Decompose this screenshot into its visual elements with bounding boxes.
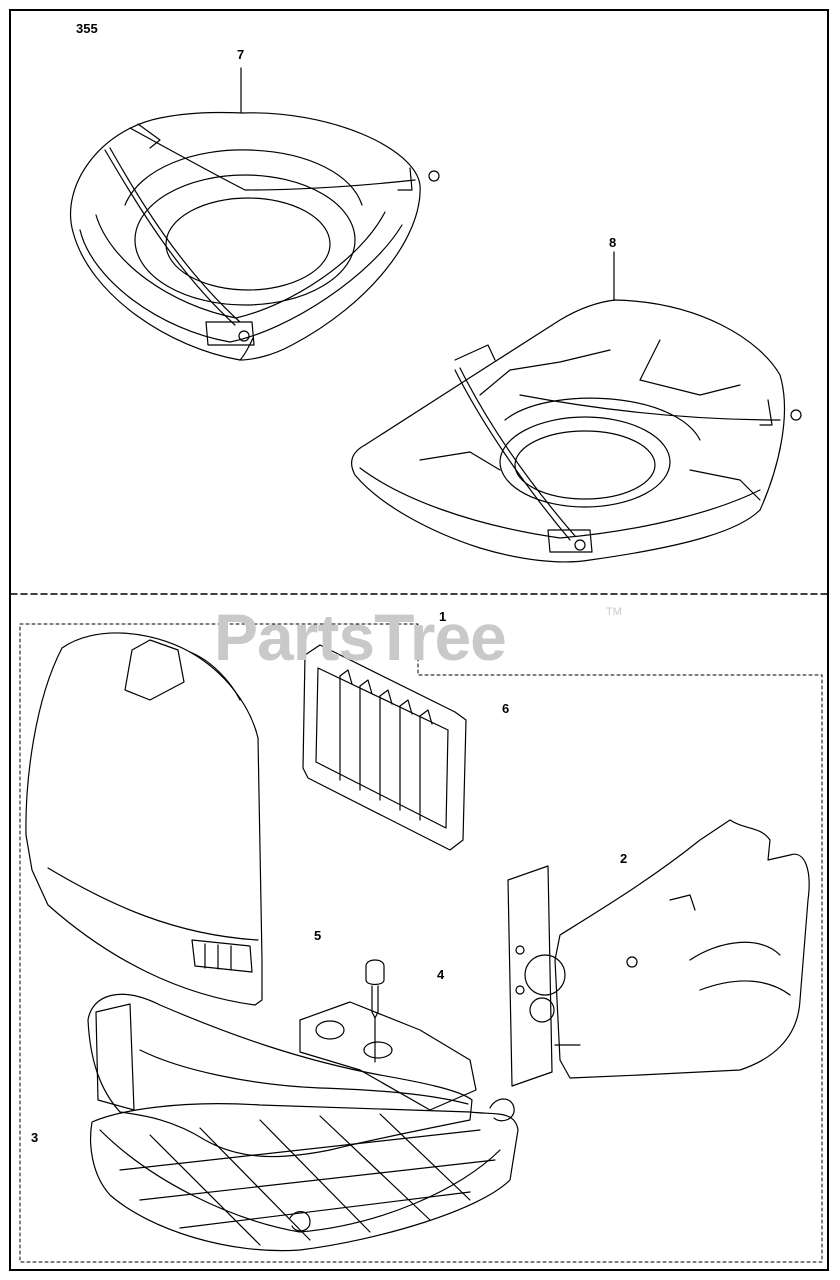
- part-8-triangular-cover: [351, 251, 802, 563]
- part-2-shield: [507, 819, 810, 1087]
- callout-6: 6: [502, 701, 510, 716]
- part-5-screw: [365, 959, 385, 1063]
- callout-8: 8: [609, 235, 617, 250]
- part-6-air-filter: [302, 644, 467, 851]
- part-4-bracket: [299, 1001, 477, 1111]
- callout-4: 4: [437, 967, 445, 982]
- callout-7: 7: [237, 47, 245, 62]
- trademark-symbol: TM: [606, 606, 622, 618]
- air-filter-cover: [25, 632, 263, 1006]
- diagram-code: 355: [76, 21, 98, 36]
- callout-3: 3: [31, 1130, 39, 1145]
- callout-2: 2: [620, 851, 628, 866]
- callout-1: 1: [439, 609, 447, 624]
- watermark-logo: PartsTree: [214, 600, 507, 674]
- part-3-base: [87, 993, 519, 1252]
- kit-boundary: [19, 623, 823, 1263]
- part-7-round-cover: [69, 67, 440, 361]
- diagram-frame: [9, 9, 829, 1271]
- callout-5: 5: [314, 928, 322, 943]
